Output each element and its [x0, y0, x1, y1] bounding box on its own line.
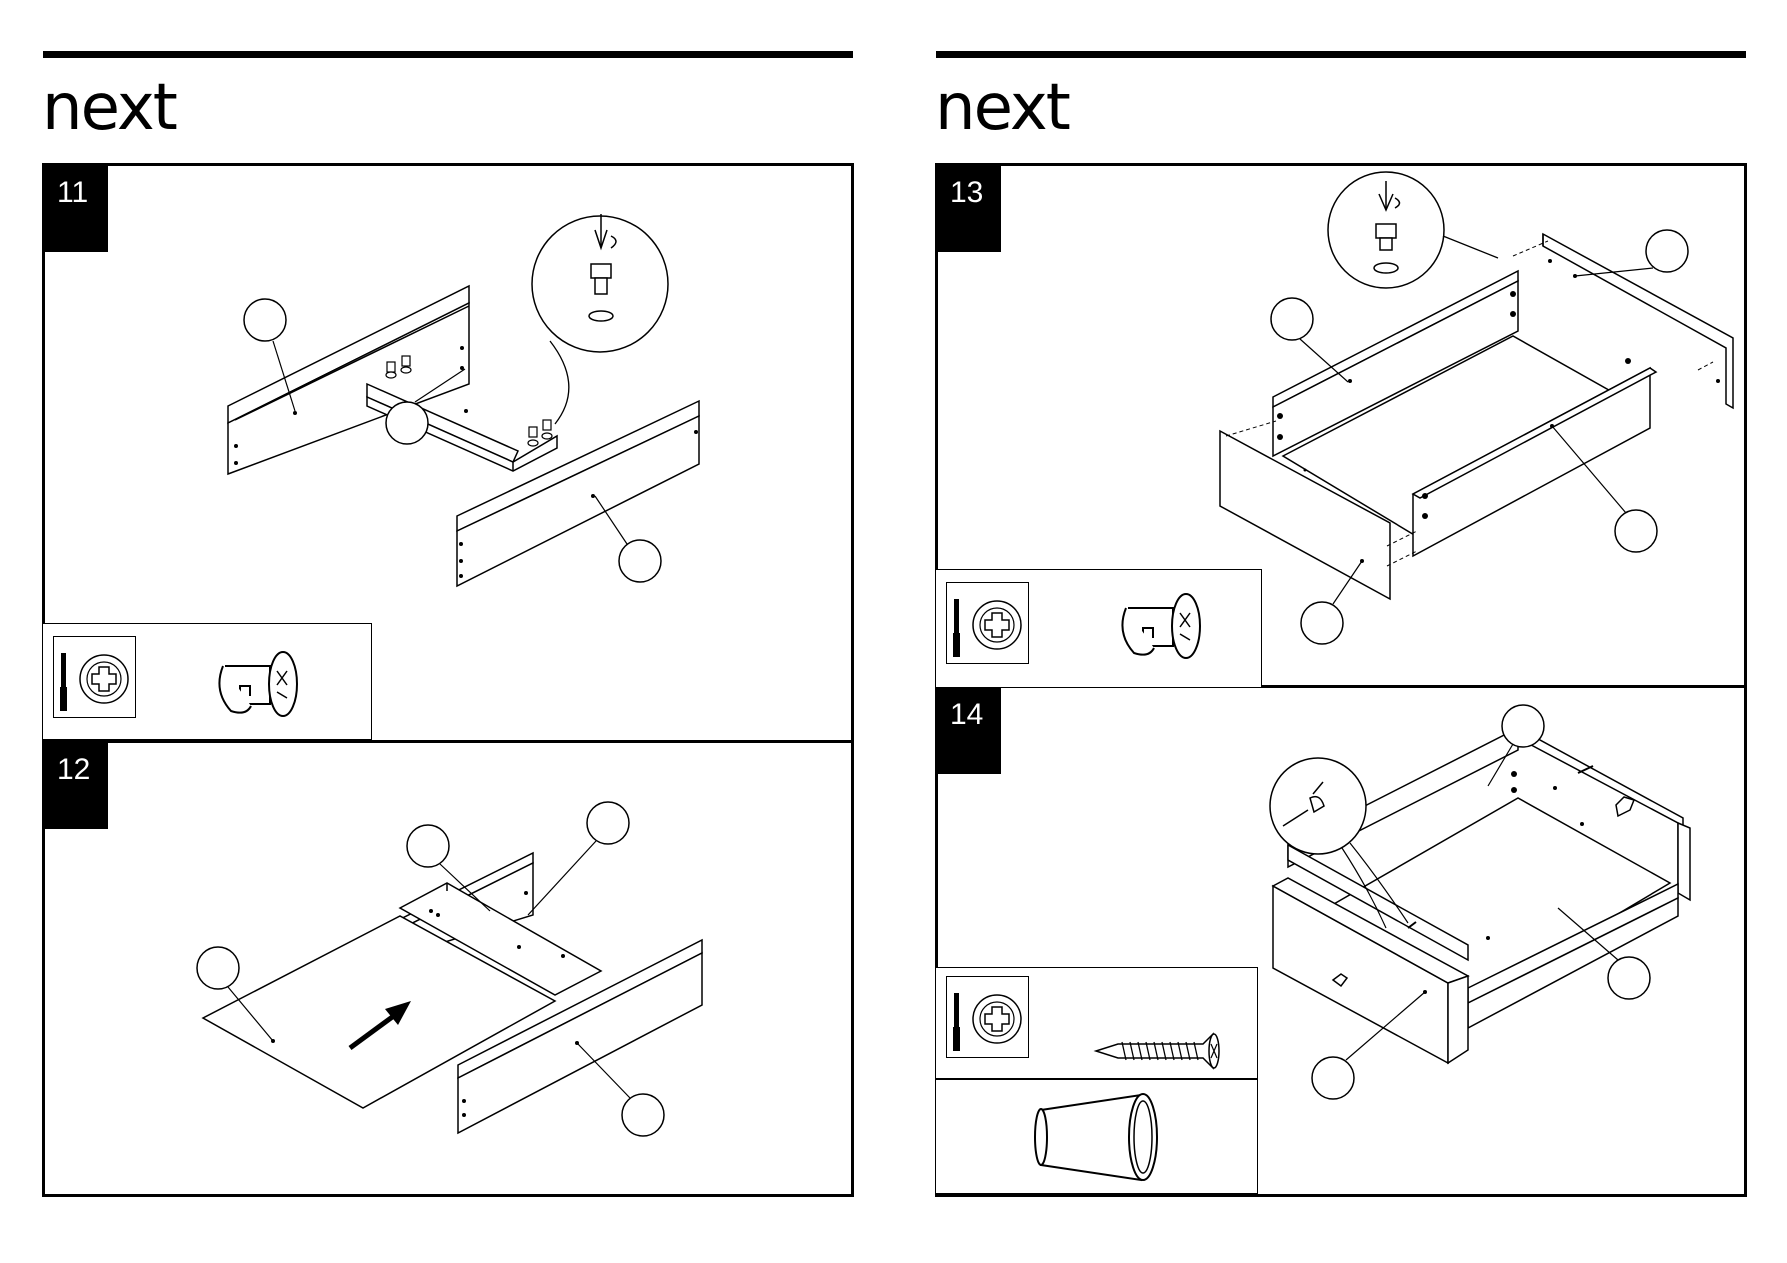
step-12-panel: 12: [45, 743, 851, 1194]
part-callout: [1271, 298, 1313, 340]
part-callout: [1312, 1057, 1354, 1099]
part-callout: [1615, 510, 1657, 552]
step-14-panel: 14: [938, 688, 1744, 1194]
header-rule: [936, 51, 1746, 58]
phillips-screwdriver-icon: [946, 976, 1029, 1058]
step-13-panel: 13: [938, 166, 1744, 685]
hardware-box: [42, 623, 372, 740]
brand-logo: next: [42, 76, 176, 140]
step-12-diagram: [45, 743, 851, 1194]
hardware-divider: [936, 1078, 1257, 1080]
phillips-screwdriver-icon: [53, 636, 136, 718]
part-callout: [1301, 602, 1343, 644]
part-callout: [407, 825, 449, 867]
right-page: next 13: [893, 0, 1786, 1263]
part-callout: [1646, 230, 1688, 272]
phillips-screwdriver-icon: [946, 582, 1029, 664]
hardware-box: [935, 569, 1262, 688]
hardware-box: [935, 967, 1258, 1194]
header-rule: [43, 51, 853, 58]
part-callout: [1502, 705, 1544, 747]
left-page: next 11: [0, 0, 893, 1263]
part-callout: [197, 947, 239, 989]
step-11-panel: 11: [45, 166, 851, 740]
part-callout: [1608, 957, 1650, 999]
brand-logo: next: [935, 76, 1069, 140]
part-callout: [244, 299, 286, 341]
part-callout: [619, 540, 661, 582]
part-callout: [622, 1094, 664, 1136]
part-callout: [587, 802, 629, 844]
part-callout: [386, 402, 428, 444]
